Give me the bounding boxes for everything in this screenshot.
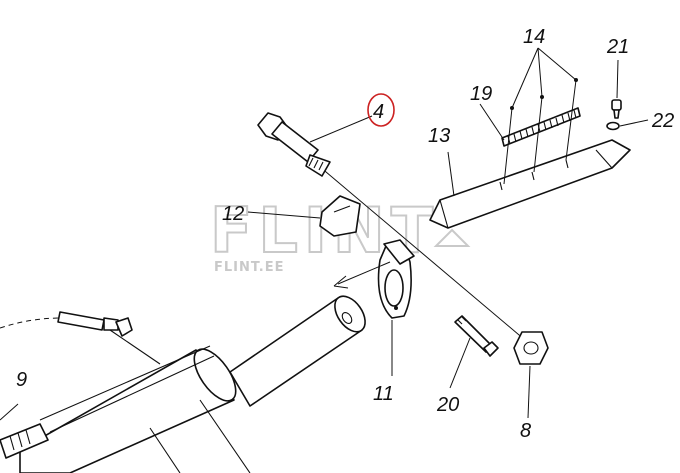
part-12-block	[319, 195, 361, 237]
part-8-nut	[513, 331, 549, 365]
part-20-bolt	[454, 315, 499, 357]
watermark-triangle	[433, 228, 471, 247]
part-22-washer	[606, 121, 620, 131]
callout-11: 11	[373, 383, 394, 405]
main-tube-assembly	[19, 295, 366, 473]
end-fitting	[0, 403, 49, 459]
callout-13: 13	[428, 125, 450, 147]
watermark: FLINT FLINT.EE	[209, 193, 471, 275]
part-11-clamp	[377, 239, 415, 319]
callout-19: 19	[470, 83, 492, 105]
callout-12: 12	[222, 203, 244, 225]
assembly-axis-line	[299, 149, 526, 341]
callout-21: 21	[606, 36, 629, 58]
part-4-bolt	[257, 112, 331, 177]
part-19-strip	[501, 78, 581, 185]
part-13-bracket	[429, 139, 631, 229]
callout-14: 14	[523, 26, 545, 48]
fitting-rod	[0, 311, 133, 337]
callout-labels: 4 8 9 11 12 13 14 19 20 21 22	[16, 26, 674, 442]
part-21-screw	[611, 99, 622, 119]
callout-22: 22	[651, 110, 674, 132]
callout-20: 20	[436, 394, 459, 416]
callout-8: 8	[520, 420, 531, 442]
direction-arrow	[333, 261, 391, 289]
watermark-small: FLINT.EE	[214, 260, 284, 275]
leader-lines	[247, 47, 649, 419]
callout-9: 9	[16, 369, 27, 391]
highlight-circle	[367, 93, 395, 127]
callout-4: 4	[373, 101, 384, 123]
